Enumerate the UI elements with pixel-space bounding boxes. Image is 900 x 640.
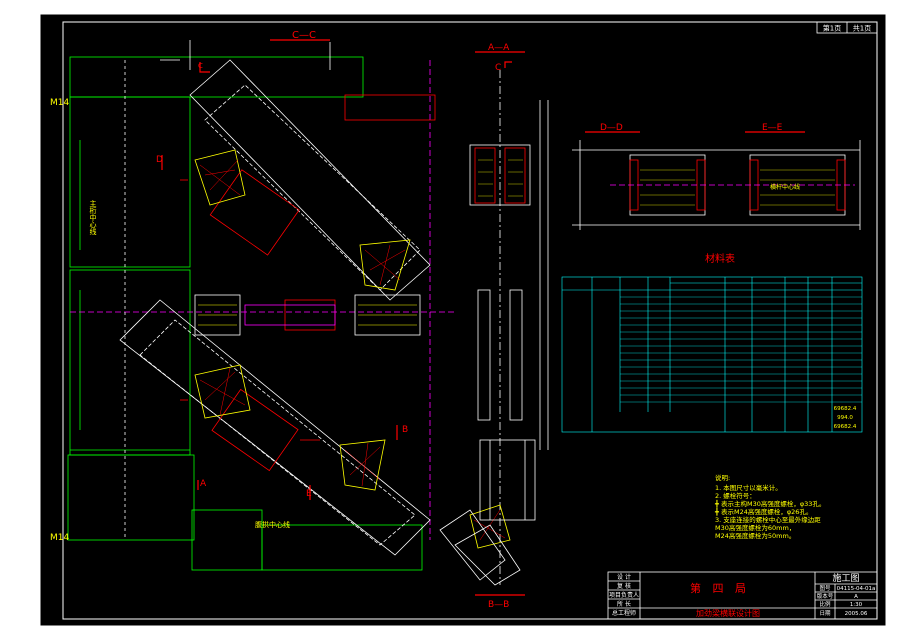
notes-line-4: ╋ 表示M24高强度螺栓，φ26孔。 — [714, 507, 812, 516]
outer-frame — [39, 13, 887, 627]
tb-label-director: 所 长 — [617, 600, 631, 608]
main-plan-view — [67, 40, 549, 586]
left-chord-upper — [69, 96, 191, 268]
side-label-m14-bottom: M14 — [50, 533, 69, 543]
field-key-scale: 比例 — [819, 600, 831, 608]
notes-line-1: 1. 本图尺寸以毫米计。 — [715, 483, 782, 492]
label-cross-beam-center: 横杆中心线 — [770, 183, 800, 191]
inner-frame — [62, 21, 878, 620]
material-table-title: 材料表 — [705, 252, 735, 265]
gusset-upper-left — [209, 169, 300, 256]
label-e: E — [306, 489, 312, 499]
total-mass-value: 69682.4 — [834, 406, 857, 412]
bottom-chord — [67, 454, 195, 541]
label-main-truss: 主桁中心线 — [89, 199, 97, 235]
label-d-d: D—D — [600, 123, 623, 133]
weld-mass-value: 994.0 — [837, 415, 853, 421]
project-name: 加劲梁横联设计图 — [696, 608, 760, 618]
node-plate-2 — [359, 239, 411, 291]
label-a-bottom: A — [200, 479, 207, 489]
notes-block: 说明: 1. 本图尺寸以毫米计。 2. 螺栓符号： ╋ 表示主构M30高强度螺栓… — [714, 473, 825, 540]
label-d: D — [156, 155, 163, 165]
canvas-background — [40, 14, 886, 626]
section-d-d-e-e — [572, 140, 861, 230]
field-value-date: 2005.06 — [845, 611, 868, 617]
field-key-date: 日期 — [819, 610, 831, 617]
notes-line-6: M30高强度螺栓为60mm， — [715, 523, 795, 532]
notes-title: 说明: — [715, 473, 730, 482]
cross-beam-right — [354, 294, 421, 336]
side-label-m14-top: M14 — [50, 98, 69, 108]
gusset-lower-left — [211, 388, 299, 472]
node-plate-4 — [339, 439, 386, 491]
section-markers — [161, 39, 805, 596]
notes-line-3: ╋ 表示主构M30高强度螺栓，φ33孔。 — [714, 499, 825, 508]
field-key-drawing-no: 图号 — [819, 584, 831, 592]
field-value-drawing-no: 04115-04-01a — [837, 586, 876, 592]
label-center-line: 腹拱中心线 — [255, 520, 290, 529]
label-b-mid: B — [402, 425, 408, 435]
material-table-totals: 69682.4 994.0 69682.4 — [834, 406, 857, 430]
tb-label-design: 设 计 — [617, 573, 631, 581]
top-chord-left — [69, 56, 364, 98]
label-c-c: C—C — [292, 30, 316, 41]
design-unit: 第 四 局 — [690, 581, 750, 595]
label-c-top: C — [495, 63, 501, 73]
label-e-e: E—E — [762, 123, 783, 133]
page-number-box: 第1页 共1页 — [816, 21, 878, 34]
field-key-version: 版本号 — [817, 592, 834, 600]
section-labels: C—C A—A C C D A B E B—B D—D E—E — [156, 30, 783, 610]
material-table — [561, 276, 863, 433]
tb-label-review: 复 核 — [617, 582, 631, 590]
grand-total-value: 69682.4 — [834, 424, 857, 430]
label-a-a: A—A — [488, 43, 510, 53]
page-current: 第1页 — [823, 24, 841, 33]
gusset-top-right — [344, 94, 436, 121]
tb-label-pm: 项目负责人 — [609, 591, 639, 599]
title-block-fields: 图号 04115-04-01a 版本号 A 比例 1:30 日期 2005.06 — [817, 584, 876, 617]
field-value-scale: 1:30 — [850, 602, 863, 608]
aa-section — [469, 144, 531, 206]
stage-label: 施工图 — [832, 572, 859, 584]
node-plate-3 — [194, 364, 251, 419]
title-block — [607, 571, 878, 620]
notes-line-5: 3. 支座连接的螺栓中心至最外缘边距 — [715, 515, 821, 524]
bottom-chord-right — [261, 524, 423, 571]
label-c-left: C — [198, 62, 203, 70]
title-block-labels: 设 计 复 核 项目负责人 所 长 总工程师 — [609, 573, 639, 617]
tb-label-chief: 总工程师 — [612, 609, 636, 617]
page-total: 共1页 — [853, 24, 871, 33]
notes-line-7: M24高强度螺栓为50mm。 — [715, 531, 795, 540]
notes-line-2: 2. 螺栓符号： — [715, 491, 756, 500]
label-b-b: B—B — [488, 600, 509, 610]
material-table-rows — [620, 296, 862, 403]
cross-beam-left — [194, 294, 241, 336]
node-plate-1 — [194, 149, 246, 206]
field-value-version: A — [854, 594, 858, 600]
